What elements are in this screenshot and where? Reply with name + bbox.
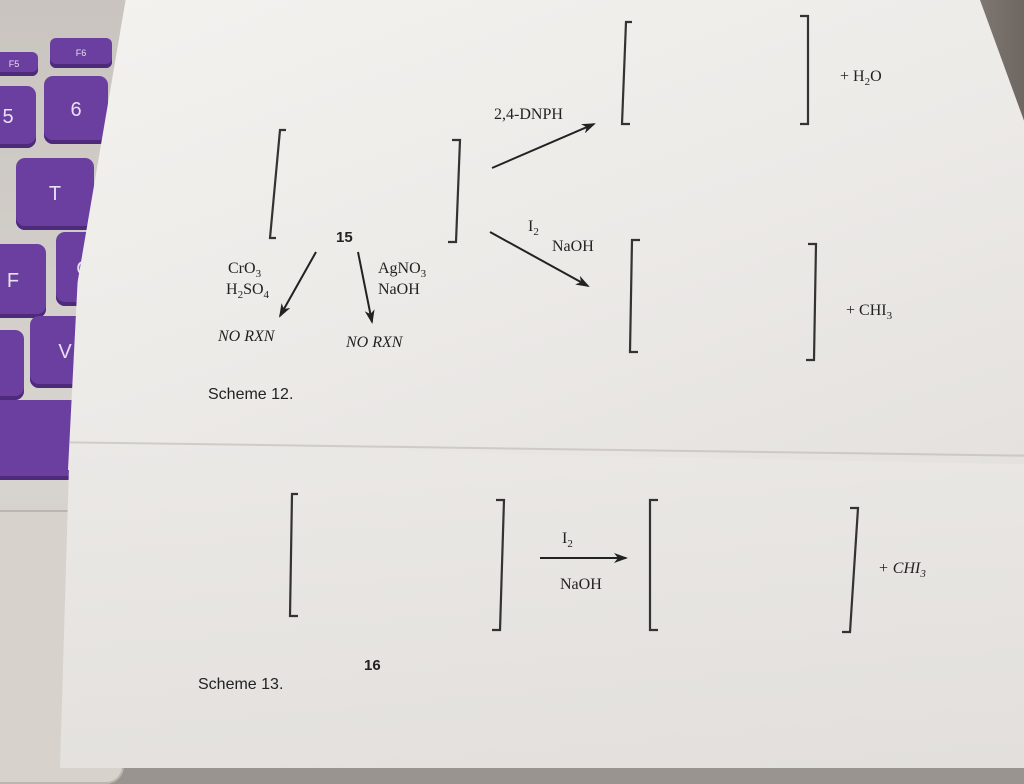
bracket-16-right [492,498,506,632]
reagent-cro3: CrO3 [228,260,261,283]
reagent-iodine-13: I2 [562,530,573,553]
h2so4-sub2: 4 [263,289,270,302]
iodine-symbol: I [528,218,534,235]
iodine-subscript: 2 [533,226,539,239]
bracket-mid-product-left [628,238,640,354]
reagent-naoh-mid: NaOH [552,238,594,255]
bracket-16-left [288,492,298,618]
bracket-product-13-right [842,506,860,634]
paper-sheet-top [68,0,1024,470]
agno3-text: AgNO [378,260,421,277]
h2so4-sub1: 2 [237,289,244,302]
bracket-15-right [448,138,462,244]
bracket-product-13-left [648,498,658,632]
arrow-to-mid-product [489,231,590,287]
bracket-top-product-right [800,14,810,126]
bracket-15-left [268,128,286,240]
iodoform-13-subscript: 3 [920,568,926,581]
byproduct-text-tail: O [870,68,882,85]
bracket-top-product-left [620,20,632,126]
bracket-mid-product-right [806,242,818,362]
reaction-scheme-drawing [268,14,860,634]
keyboard-key-blank [0,330,24,400]
reagent-naoh-right: NaOH [378,281,420,298]
product-13-byproduct: + CHI3 [878,560,926,583]
reagent-naoh-13: NaOH [560,576,602,593]
reagent-agno3: AgNO3 [378,260,426,283]
iodoform-text: + CHI [846,302,887,319]
keyboard-key-6: 6 [44,76,108,144]
keyboard-key-f: F [0,244,46,318]
top-product-byproduct: + H2O [840,68,882,91]
arrow-right-no-rxn [357,251,375,324]
compound-15-label: 15 [336,229,353,246]
mid-product-byproduct: + CHI3 [846,302,892,325]
keyboard-key-f5: F5 [0,52,38,76]
keyboard-key-5: 5 [0,86,36,148]
iodoform-13-text: + CHI [878,560,921,577]
paper-sheet-bottom [60,445,1024,768]
h2so4-so: SO [243,281,264,298]
cro3-subscript: 3 [255,268,262,281]
iodine-13-subscript: 2 [567,538,573,551]
agno3-subscript: 3 [420,268,427,281]
h2so4-h: H [226,281,238,298]
reagent-iodine-mid: I2 [528,218,539,241]
compound-16-label: 16 [364,657,381,674]
scheme-12-caption: Scheme 12. [208,386,294,403]
iodine-13-symbol: I [562,530,568,547]
reagent-h2so4: H2SO4 [226,281,269,304]
arrow-to-top-product [491,123,596,169]
right-no-reaction: NO RXN [346,334,403,351]
reagent-dnph: 2,4-DNPH [494,106,563,123]
arrow-left-no-rxn [279,251,317,318]
byproduct-subscript: 2 [864,76,871,89]
iodoform-subscript: 3 [886,310,893,323]
keyboard-key-t: T [16,158,94,230]
scheme-13-caption: Scheme 13. [198,676,284,693]
byproduct-text: + H [840,68,865,85]
left-no-reaction: NO RXN [218,328,275,345]
keyboard-key-f6: F6 [50,38,112,68]
cro3-text: CrO [228,260,256,277]
